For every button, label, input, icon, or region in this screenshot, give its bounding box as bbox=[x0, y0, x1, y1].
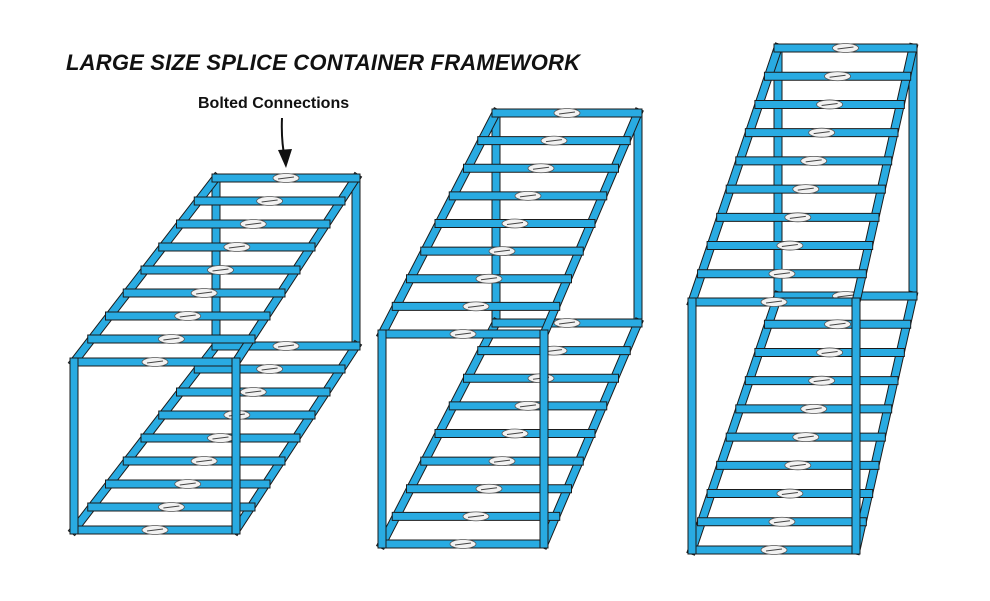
bolted-connection-detail bbox=[519, 194, 537, 198]
bolted-connection-detail bbox=[545, 139, 563, 143]
bolted-connection-detail bbox=[480, 277, 498, 281]
bolted-connection-detail bbox=[773, 272, 791, 276]
bolted-connection-detail bbox=[805, 407, 822, 411]
bolted-connection-detail bbox=[765, 300, 783, 304]
framework-2 bbox=[375, 106, 644, 551]
bolted-connection-detail bbox=[558, 111, 576, 115]
bolted-connection-detail bbox=[146, 360, 164, 364]
bolted-connection-detail bbox=[454, 332, 472, 336]
bolted-connection-detail bbox=[829, 74, 846, 78]
bolted-connection-detail bbox=[146, 528, 164, 532]
framework-1 bbox=[67, 171, 363, 537]
bottom-rail-left bbox=[687, 291, 783, 555]
bolted-connection-detail bbox=[805, 159, 822, 163]
bolted-connection-detail bbox=[212, 436, 229, 440]
callout-arrow bbox=[278, 117, 292, 168]
bolted-connection-detail bbox=[789, 215, 806, 219]
bolted-connection-detail bbox=[781, 492, 798, 496]
bolted-connection-detail bbox=[467, 304, 485, 308]
framework-3 bbox=[686, 42, 919, 556]
bolted-connection-detail bbox=[277, 176, 295, 180]
top-rail-left bbox=[687, 43, 783, 307]
bolted-connection-detail bbox=[797, 187, 814, 191]
bolted-connection-detail bbox=[789, 463, 806, 467]
bolted-connection-detail bbox=[454, 542, 472, 546]
top-rail-right bbox=[851, 43, 918, 307]
bolted-connection-detail bbox=[245, 390, 262, 394]
bolted-connection-detail bbox=[519, 404, 537, 408]
bolted-connection-detail bbox=[196, 459, 213, 463]
bolted-connection-detail bbox=[837, 294, 854, 298]
bolted-connection-detail bbox=[480, 487, 498, 491]
bolted-connection-detail bbox=[261, 367, 278, 371]
bolted-connection-detail bbox=[545, 349, 563, 353]
bolted-connection-detail bbox=[773, 520, 791, 524]
bolted-connection-detail bbox=[179, 314, 196, 318]
bolted-connection-detail bbox=[277, 344, 295, 348]
bolted-connection-detail bbox=[261, 199, 278, 203]
bolted-connection-detail bbox=[163, 337, 180, 341]
bolted-connection-detail bbox=[179, 482, 196, 486]
callout-label: Bolted Connections bbox=[198, 95, 350, 112]
bolted-connection-detail bbox=[813, 131, 830, 135]
bolted-connection-detail bbox=[781, 244, 798, 248]
bolted-connection-detail bbox=[196, 291, 213, 295]
bolted-connection-detail bbox=[506, 432, 524, 435]
bolted-connection-detail bbox=[797, 435, 814, 439]
bolted-connection-detail bbox=[837, 46, 854, 50]
bolted-connection-detail bbox=[765, 548, 783, 552]
bolted-connection-detail bbox=[467, 514, 485, 518]
bolted-connection-detail bbox=[163, 505, 180, 509]
bolted-connection-detail bbox=[821, 102, 838, 106]
bolted-connection-detail bbox=[228, 245, 245, 249]
bolted-connection-detail bbox=[506, 222, 524, 225]
bolted-connection-detail bbox=[821, 350, 838, 354]
bolted-connection-detail bbox=[493, 249, 511, 253]
bolted-connection-detail bbox=[245, 222, 262, 226]
diagram-title: LARGE SIZE SPLICE CONTAINER FRAMEWORK bbox=[66, 50, 581, 75]
bolted-connection-detail bbox=[493, 459, 511, 463]
bolted-connection-detail bbox=[532, 166, 550, 170]
bolted-connection-detail bbox=[558, 321, 576, 325]
bottom-rail-right bbox=[851, 291, 918, 555]
bolted-connection-detail bbox=[212, 268, 229, 272]
bolted-connection-detail bbox=[829, 322, 846, 326]
bolted-connection-detail bbox=[813, 379, 830, 383]
